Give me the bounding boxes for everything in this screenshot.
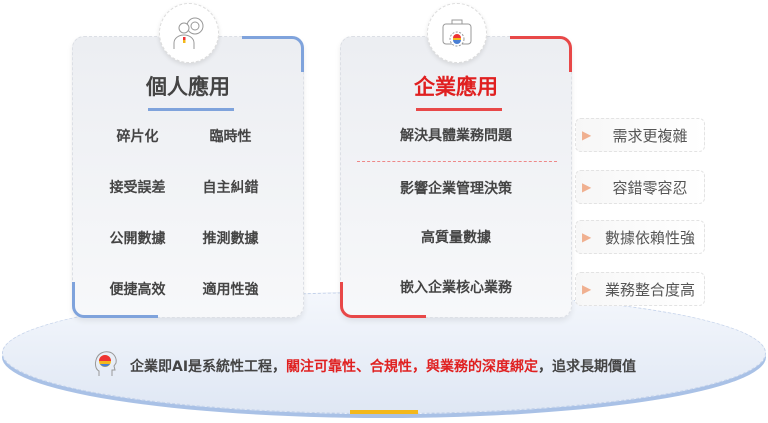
tag-label: 業務整合度高	[604, 280, 695, 299]
feature-item: 高質量數據	[421, 230, 491, 246]
title-underline	[148, 108, 234, 111]
tag-label: 需求更複雜	[612, 126, 688, 145]
title-underline	[416, 108, 502, 111]
requirement-tag: ▶ 業務整合度高	[575, 272, 705, 306]
tag-label: 數據依賴性強	[604, 228, 695, 247]
platform-accent	[350, 410, 418, 414]
enterprise-app-card: 企業應用 解決具體業務問題 影響企業管理決策 高質量數據 嵌入企業核心業務	[340, 3, 572, 318]
corner-accent	[72, 282, 158, 318]
feature-item: 推測數據	[202, 231, 259, 247]
personal-app-card: 個人應用 碎片化 臨時性 接受誤差 自主糾錯 公開數據 推測數據 便捷高效 適用…	[72, 3, 304, 318]
arrow-icon: ▶	[582, 128, 592, 142]
briefcase-gear-icon	[427, 3, 487, 63]
feature-item: 自主糾錯	[202, 180, 259, 196]
feature-item: 影響企業管理決策	[400, 181, 512, 197]
summary-text: ，追求長期價值	[538, 359, 637, 375]
requirement-tag: ▶ 容錯零容忍	[575, 170, 705, 204]
summary-highlight: 關注可靠性、合規性，與業務的深度綁定	[286, 359, 539, 375]
summary-text: 企業即AI是系統性工程，	[130, 359, 287, 375]
arrow-icon: ▶	[582, 180, 592, 194]
arrow-icon: ▶	[582, 282, 592, 296]
feature-item: 接受誤差	[109, 180, 166, 196]
card-title: 個人應用	[146, 75, 230, 99]
summary-statement: 企業即AI是系統性工程，關注可靠性、合規性，與業務的深度綁定，追求長期價值	[94, 350, 636, 382]
feature-item: 嵌入企業核心業務	[400, 280, 512, 296]
feature-item: 適用性強	[202, 282, 259, 298]
feature-item: 便捷高效	[109, 282, 166, 298]
feature-item: 公開數據	[109, 231, 166, 247]
card-title: 企業應用	[414, 75, 498, 99]
requirement-tag: ▶ 數據依賴性強	[575, 220, 705, 254]
ai-head-icon	[94, 350, 118, 382]
divider	[357, 161, 557, 162]
arrow-icon: ▶	[582, 230, 592, 244]
requirement-tag: ▶ 需求更複雜	[575, 118, 705, 152]
corner-accent	[510, 36, 572, 72]
feature-item: 碎片化	[116, 129, 159, 145]
corner-accent	[340, 282, 426, 318]
corner-accent	[242, 36, 304, 72]
feature-item: 解決具體業務問題	[400, 128, 512, 144]
feature-item: 臨時性	[209, 129, 252, 145]
tag-label: 容錯零容忍	[612, 178, 688, 197]
person-target-icon	[159, 3, 219, 63]
